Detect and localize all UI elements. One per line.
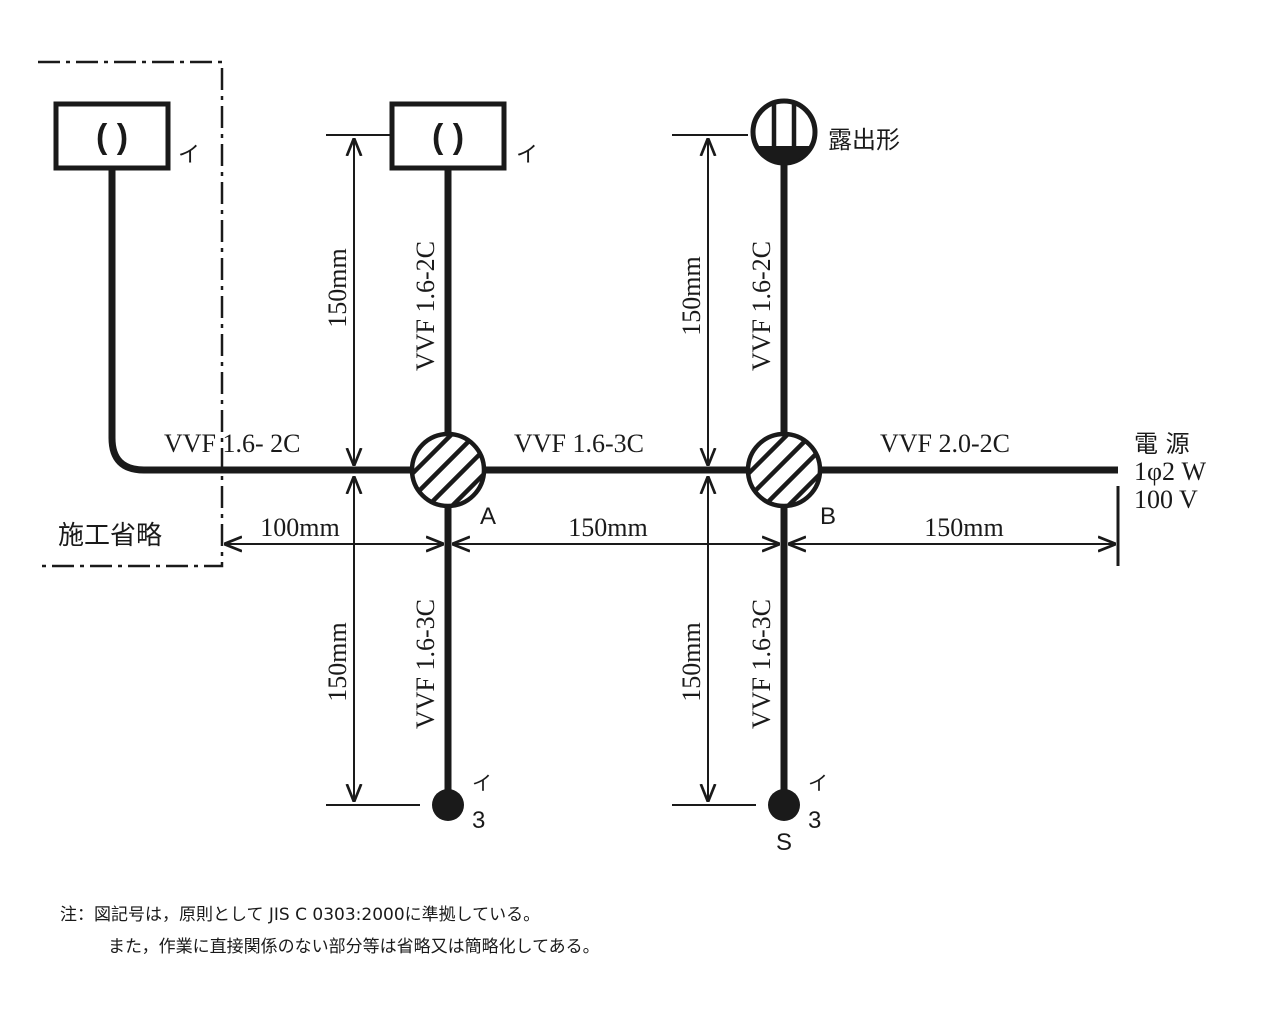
power-source-title: 電 源 <box>1134 430 1190 458</box>
lamp-center: ( ) <box>389 101 507 171</box>
cable-b-down: VVF 1.6-3C <box>747 599 776 729</box>
lamp-left-symbol: ( ) <box>96 118 128 156</box>
note-line-2: また，作業に直接関係のない部分等は省略又は簡略化してある。 <box>108 937 600 957</box>
dim-b-down: 150mm <box>677 622 706 701</box>
cable-a-up: VVF 1.6-2C <box>411 241 440 371</box>
switch-b-s-label: S <box>776 829 792 856</box>
note-line-1: 注：図記号は，原則として JIS C 0303:2000に準拠している。 <box>60 905 541 925</box>
omitted-label: 施工省略 <box>58 521 162 551</box>
dim-b-up: 150mm <box>677 256 706 335</box>
lamp-left: ( ) <box>53 101 171 171</box>
lamp-left-tag: イ <box>178 143 200 168</box>
dim-left-to-a: 100mm <box>260 513 339 542</box>
switch-b-tag: イ <box>808 771 828 795</box>
cable-b-up: VVF 1.6-2C <box>747 241 776 371</box>
lamp-center-symbol: ( ) <box>432 118 464 156</box>
omitted-area-boundary <box>38 60 224 568</box>
dim-a-up: 150mm <box>323 248 352 327</box>
switch-b-number: 3 <box>808 807 821 834</box>
dim-a-down: 150mm <box>323 622 352 701</box>
lamp-center-tag: イ <box>516 143 538 168</box>
power-source-phase: 1φ2 W <box>1134 457 1207 486</box>
power-source-voltage: 100 V <box>1134 485 1198 514</box>
junction-box-a-icon <box>409 431 487 509</box>
junction-b-label: B <box>820 503 836 530</box>
cable-a-down: VVF 1.6-3C <box>411 599 440 729</box>
dim-a-to-b: 150mm <box>568 513 647 542</box>
cable-a-to-b: VVF 1.6-3C <box>514 429 644 458</box>
cable-left-horizontal: VVF 1.6- 2C <box>164 429 301 458</box>
junction-a-label: A <box>480 503 496 530</box>
dim-b-to-power: 150mm <box>924 513 1003 542</box>
junction-box-b-icon <box>745 431 823 509</box>
wire-left-lamp-to-a <box>108 168 412 474</box>
switch-b-icon <box>768 789 800 821</box>
receptacle-label: 露出形 <box>828 126 900 154</box>
cable-b-to-power: VVF 2.0-2C <box>880 429 1010 458</box>
switch-a-number: 3 <box>472 807 485 834</box>
switch-a-tag: イ <box>472 771 492 795</box>
switch-a-icon <box>432 789 464 821</box>
receptacle-icon <box>750 98 818 166</box>
